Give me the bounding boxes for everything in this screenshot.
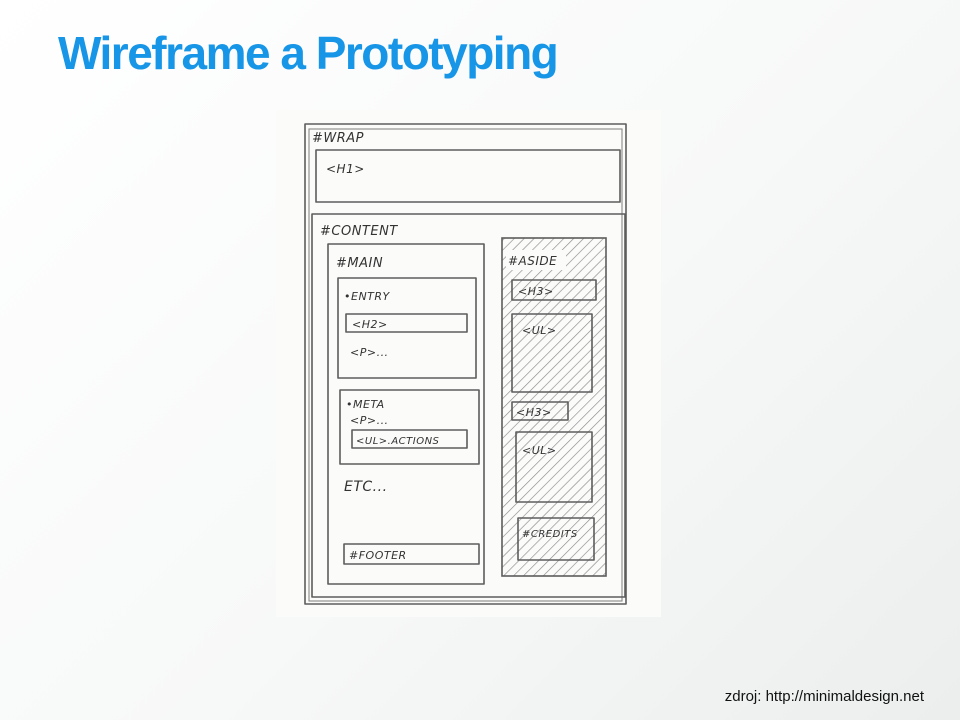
p-label: <P>... <box>350 346 389 359</box>
content-label: #CONTENT <box>320 224 398 239</box>
aside-label-bg <box>506 250 566 270</box>
content-box <box>311 213 626 598</box>
aside-h3-box-2 <box>511 401 569 421</box>
aside-ul-box-2 <box>515 431 593 503</box>
aside-ul-box-1 <box>511 313 593 393</box>
credits-box <box>517 517 595 561</box>
etc-label: ETC... <box>344 479 388 495</box>
slide-title: Wireframe a Prototyping <box>58 27 559 79</box>
aside-ul-label-2: <UL> <box>522 444 557 457</box>
h1-box <box>315 149 621 203</box>
entry-box <box>337 277 477 379</box>
footer-label: #FOOTER <box>349 549 407 562</box>
main-label: #MAIN <box>336 256 383 271</box>
sketch-drawing: #WRAP <H1> #CONTENT #MAIN •ENTRY <H2> <P… <box>304 123 627 605</box>
meta-p-label: <P>... <box>350 414 389 427</box>
wireframe-sketch: #WRAP <H1> #CONTENT #MAIN •ENTRY <H2> <P… <box>276 110 661 617</box>
ul-actions-label: <UL>.ACTIONS <box>356 436 440 447</box>
h2-box <box>345 313 468 333</box>
h1-label: <H1> <box>326 162 365 176</box>
aside-ul-label-1: <UL> <box>522 324 557 337</box>
aside-label: #ASIDE <box>508 254 557 268</box>
aside-h3-label-1: <H3> <box>518 285 554 298</box>
meta-box <box>339 389 480 465</box>
wrap-label: #WRAP <box>312 131 364 146</box>
credits-label: #CREDITS <box>522 529 578 540</box>
ul-actions-box <box>351 429 468 449</box>
meta-label: •META <box>346 398 385 411</box>
wrap-inner-line <box>308 128 623 602</box>
main-box <box>327 243 485 585</box>
h2-label: <H2> <box>352 318 388 331</box>
entry-label: •ENTRY <box>344 290 391 303</box>
aside-h3-label-2: <H3> <box>516 406 552 419</box>
aside-h3-box-1 <box>511 279 597 301</box>
aside-box <box>501 237 607 577</box>
source-caption: zdroj: http://minimaldesign.net <box>724 688 924 705</box>
wrap-box <box>304 123 627 605</box>
footer-box <box>343 543 480 565</box>
